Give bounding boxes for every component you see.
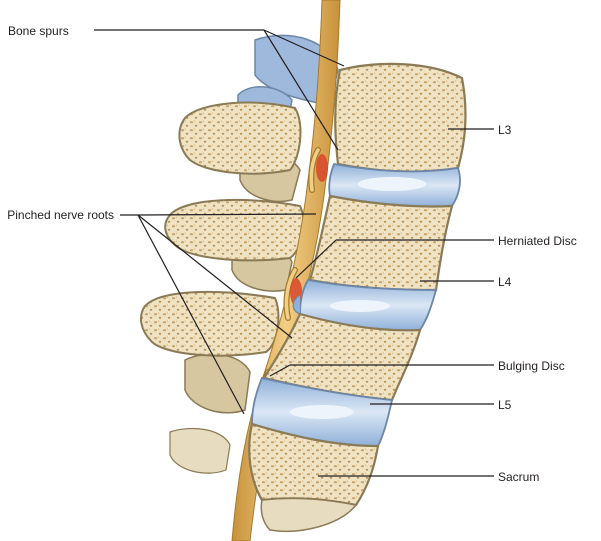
label-bone-spurs: Bone spurs — [8, 24, 69, 38]
label-l4: L4 — [498, 275, 511, 289]
label-herniated-disc: Herniated Disc — [498, 234, 577, 248]
label-sacrum: Sacrum — [498, 470, 539, 484]
label-pinched-nerve-roots: Pinched nerve roots — [2, 208, 114, 223]
label-l5: L5 — [498, 398, 511, 412]
label-l3: L3 — [498, 123, 511, 137]
label-bulging-disc: Bulging Disc — [498, 359, 565, 373]
spinous-processes — [141, 103, 304, 356]
